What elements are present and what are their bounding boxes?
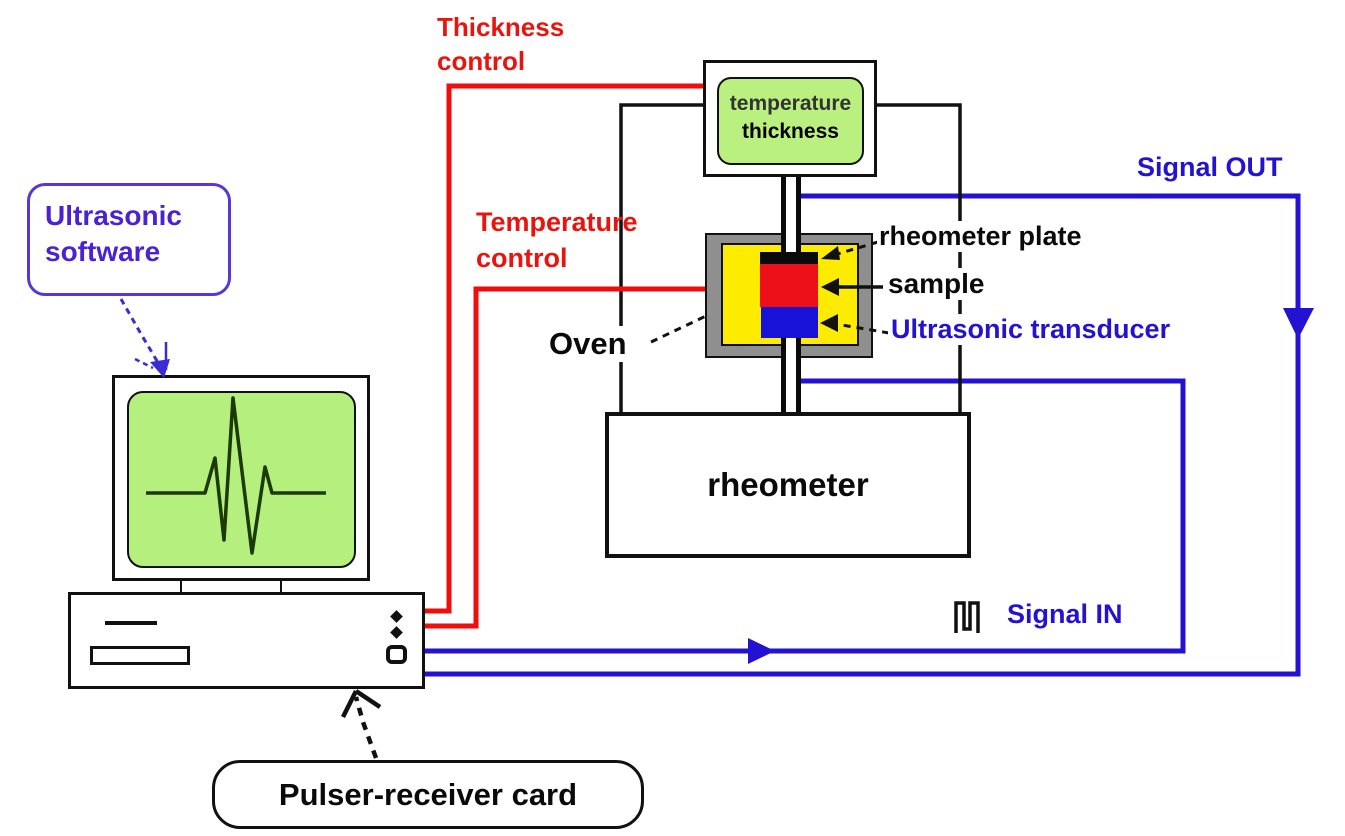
power-button-icon — [386, 645, 407, 664]
frame-right-line — [875, 103, 962, 412]
ultrasonic-software-label-line1: Ultrasonic — [45, 200, 182, 231]
readout-display-screen: temperature thickness — [717, 77, 864, 165]
ultrasonic-software-label-line2: software — [45, 236, 161, 267]
signal-out-label: Signal OUT — [1137, 152, 1283, 182]
temperature-control-line1: Temperature — [476, 207, 638, 237]
thickness-control-line1: Thickness — [437, 12, 565, 42]
floppy-drive-slot — [90, 646, 190, 665]
pulser-receiver-card-label: Pulser-receiver card — [278, 776, 578, 812]
computer-case — [68, 592, 425, 689]
display-temperature-label: temperature — [729, 92, 852, 115]
sample-label: sample — [883, 268, 990, 300]
rheometer-label: rheometer — [707, 466, 869, 503]
pulser-arrowhead-icon — [340, 689, 359, 719]
software-arrow-line — [119, 298, 162, 367]
pulser-arrow-line — [353, 696, 379, 759]
thickness-control-line2: control — [437, 46, 526, 76]
thickness-control-label: Thickness control — [437, 10, 564, 78]
signal-out-arrowhead-icon — [1283, 308, 1314, 339]
signal-in-label: Signal IN — [1007, 599, 1123, 629]
monitor-screen — [127, 391, 356, 568]
display-thickness-label: thickness — [742, 120, 839, 143]
ultrasonic-software-bubble: Ultrasonic software — [27, 183, 231, 296]
rheometer-box: rheometer — [605, 412, 971, 558]
pulse-icon — [954, 601, 980, 633]
temperature-control-label: Temperature control — [476, 204, 638, 276]
ultrasonic-transducer-label: Ultrasonic transducer — [888, 314, 1174, 345]
software-arrow-tick — [134, 357, 154, 370]
rheometer-plate-label: rheometer plate — [877, 221, 1084, 252]
oven-chamber — [721, 243, 859, 346]
oven-pointer-line — [650, 314, 707, 344]
temperature-control-line2: control — [476, 243, 568, 273]
oven-label: Oven — [546, 326, 630, 362]
signal-in-arrowhead-icon — [748, 638, 775, 664]
pulser-arrowhead-icon — [354, 689, 382, 709]
case-vent-line — [105, 621, 157, 625]
pulser-receiver-card-bubble: Pulser-receiver card — [212, 760, 644, 829]
